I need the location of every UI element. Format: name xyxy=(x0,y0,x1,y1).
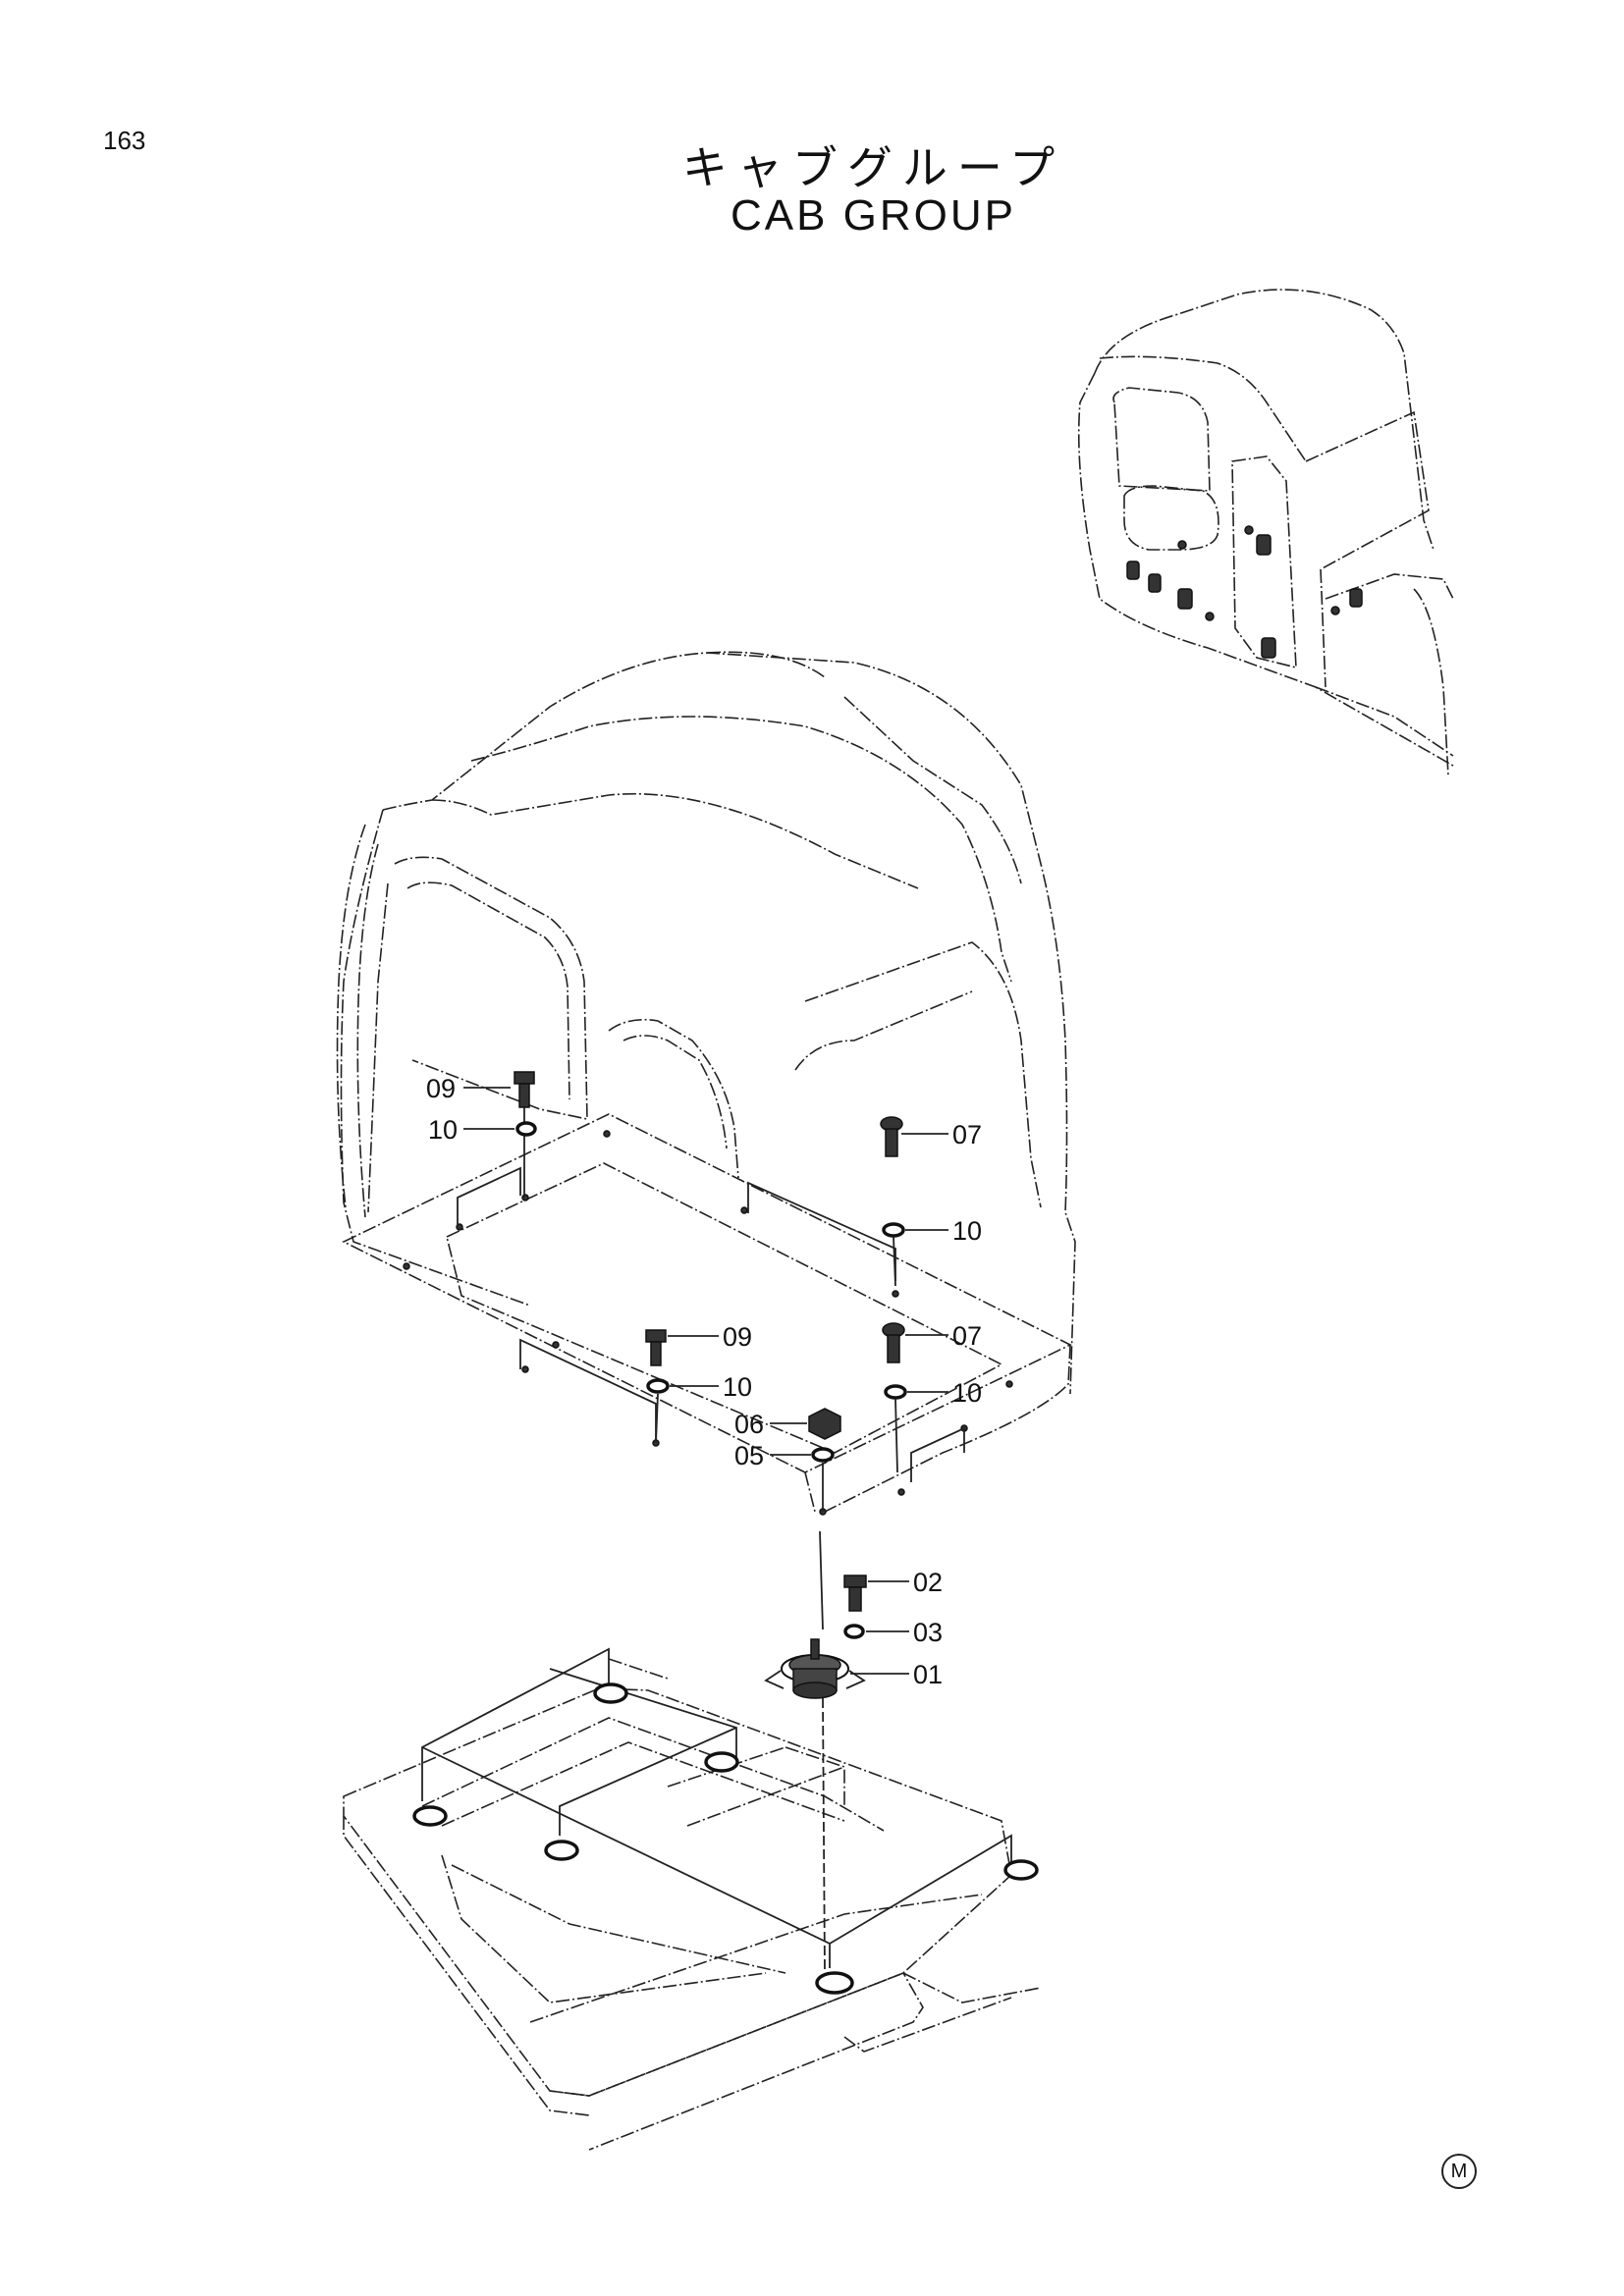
callout-labels: 09 10 07 10 09 10 07 10 06 05 02 03 01 xyxy=(426,1074,982,1689)
label-10-left: 10 xyxy=(428,1115,458,1145)
label-10-lower: 10 xyxy=(952,1378,982,1408)
label-01: 01 xyxy=(913,1660,943,1689)
label-09-left: 09 xyxy=(426,1074,456,1103)
cab-body xyxy=(336,651,1076,1516)
base-frame xyxy=(343,1647,1042,2151)
callout-leaders xyxy=(463,1087,948,1675)
page-number: 163 xyxy=(103,126,146,155)
washer-10-upper xyxy=(882,1222,905,1238)
label-05: 05 xyxy=(734,1441,764,1470)
bolt-09-center xyxy=(645,1329,667,1366)
hardware xyxy=(514,1071,907,1974)
label-10-center: 10 xyxy=(723,1372,752,1402)
label-02: 02 xyxy=(913,1568,943,1597)
washer-10-center xyxy=(646,1378,670,1394)
washer-10-lower xyxy=(884,1384,907,1400)
label-07-lower: 07 xyxy=(952,1321,982,1351)
label-06: 06 xyxy=(734,1410,764,1439)
label-09-center: 09 xyxy=(723,1322,752,1352)
nut-06 xyxy=(808,1408,841,1440)
label-03: 03 xyxy=(913,1618,943,1647)
title-english: CAB GROUP xyxy=(730,191,1017,240)
inset-cab-view xyxy=(1077,289,1454,776)
bolt-07-upper xyxy=(880,1116,903,1157)
label-07-upper: 07 xyxy=(952,1120,982,1149)
bolt-07-lower xyxy=(882,1322,905,1363)
washer-05 xyxy=(811,1447,835,1463)
washer-03 xyxy=(843,1624,865,1639)
washer-10-left xyxy=(515,1121,537,1137)
bolt-02 xyxy=(843,1575,867,1612)
title-japanese: キャブグループ xyxy=(681,141,1065,194)
label-10-upper: 10 xyxy=(952,1216,982,1246)
manufacturer-mark: M xyxy=(1441,2154,1477,2189)
cab-mount-01 xyxy=(764,1638,866,1699)
